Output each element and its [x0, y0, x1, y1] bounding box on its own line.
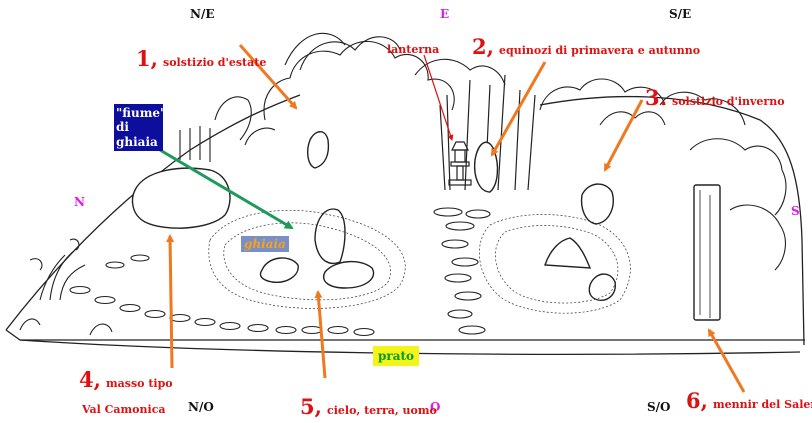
fiume-line-2: ghiaia [116, 134, 158, 149]
lantern [448, 141, 472, 186]
compass-ne: N/E [190, 7, 215, 21]
compass-s: S [791, 204, 800, 218]
compass-se: S/E [669, 7, 692, 21]
ghiaia-label: ghiaia [241, 236, 289, 252]
compass-no: N/O [188, 400, 214, 414]
callout-2-number: 2, [472, 34, 494, 59]
compass-so: S/O [647, 400, 671, 414]
fiume-di-ghiaia-label: "fiume" di ghiaia [114, 104, 167, 152]
red-arrow [423, 54, 454, 141]
arrow-5 [314, 290, 327, 379]
prato-label: prato [373, 346, 420, 366]
compass-e: E [440, 7, 450, 21]
callout-4-text: masso tipo [106, 377, 173, 390]
callout-1-number: 1, [136, 46, 158, 71]
arrow-4 [166, 234, 175, 369]
callout-6-text: mennir del Salento [713, 398, 812, 411]
callout-6: 6, mennir del Salento [686, 390, 812, 411]
arrow-1 [238, 44, 298, 110]
tree-canopy [214, 32, 787, 271]
compass-o: O [430, 400, 441, 414]
callout-3: 3. solstizio d'inverno [645, 87, 785, 108]
callout-5: 5, cielo, terra, uomo [300, 396, 437, 417]
ground-outline [5, 94, 805, 355]
orange-arrows [166, 44, 746, 393]
arrow-2 [490, 61, 547, 157]
callout-5-number: 5, [300, 394, 322, 419]
stepping-stones [69, 207, 491, 337]
callout-4: 4, masso tipo [79, 369, 173, 390]
plants [19, 126, 211, 336]
rocks [131, 131, 616, 301]
callout-6-number: 6, [686, 388, 708, 413]
callout-2-text: equinozi di primavera e autunno [499, 44, 701, 57]
callout-1-text: solstizio d'estate [163, 56, 267, 69]
callout-5-text: cielo, terra, uomo [327, 404, 437, 417]
lanterna-label: lanterna [387, 43, 440, 56]
callout-4-text-line2: Val Camonica [82, 403, 166, 416]
arrow-3 [603, 99, 644, 172]
callout-4-number: 4, [79, 367, 101, 392]
callout-1: 1, solstizio d'estate [136, 48, 266, 69]
fiume-line-1: "fiume" di [116, 106, 167, 135]
green-arrow [159, 148, 294, 230]
callout-3-text: solstizio d'inverno [672, 95, 785, 108]
callout-2: 2, equinozi di primavera e autunno [472, 36, 700, 57]
arrow-6 [707, 328, 746, 393]
callout-3-number: 3. [645, 85, 667, 110]
compass-n: N [74, 195, 85, 209]
menhir [693, 184, 721, 321]
